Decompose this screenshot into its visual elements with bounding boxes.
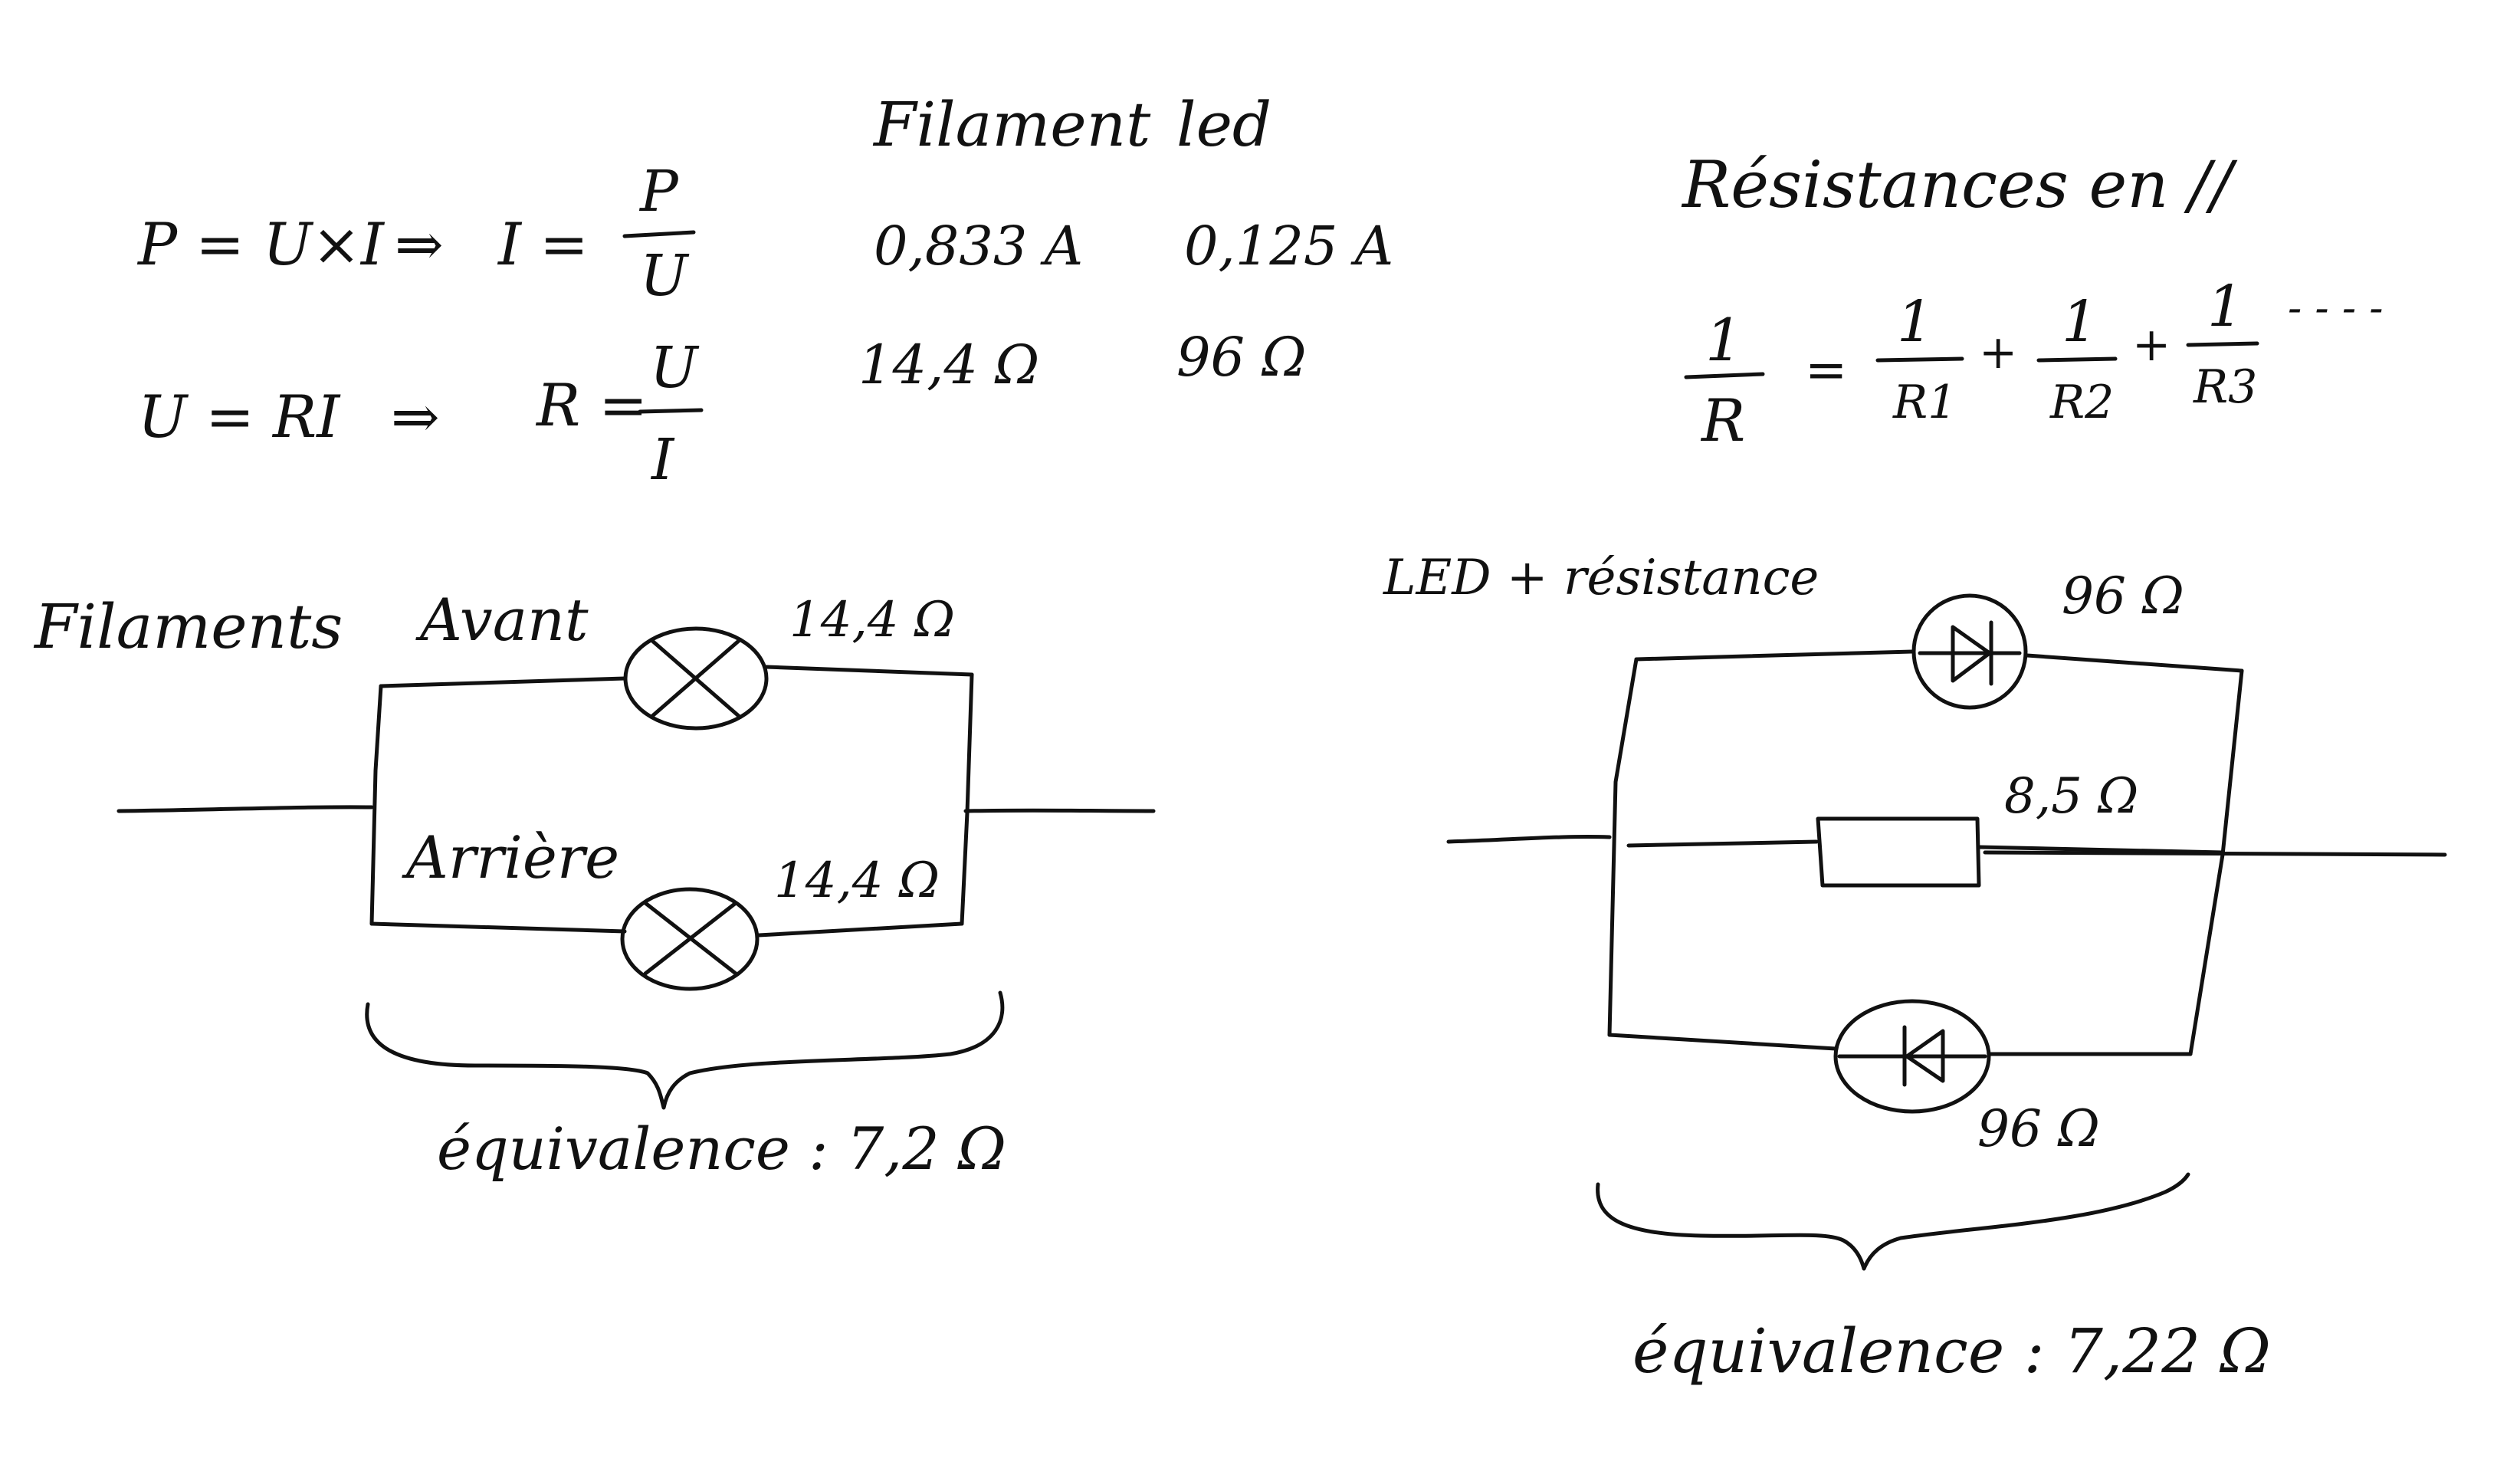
led-equivalence: équivalence : 7,22 Ω [1632,1315,2271,1387]
led-bus-right [2188,668,2244,1056]
filament-branch-rear-label: Arrière [402,823,619,892]
formula-power-left: P = U×I [136,210,386,278]
led-branch-top-value: 96 Ω [2062,567,2184,626]
rule-ellipsis: - - - - [2288,284,2383,332]
rule-plus-2: + [2132,318,2171,372]
formula-power-numerator: P [638,159,679,225]
filament-wire-in [116,805,374,813]
parallel-resistance-rule: Résistances en // 1 R = 1 R1 + 1 R2 + 1 … [1681,147,2383,455]
led-top-wire-left [1634,649,1915,662]
led-circuit-title: LED + résistance [1383,550,1819,606]
table-cell-current-led: 0,125 A [1184,215,1393,278]
rule-plus-1: + [1979,326,2017,379]
led-bottom-wire-left [1607,1033,1838,1051]
formula-ohm-result: R = [535,371,648,439]
led-branch-bottom-value: 96 Ω [1977,1099,2100,1158]
led-circuit: LED + résistance 96 Ω 8,5 Ω [1383,550,2447,1387]
formula-power-denominator: U [640,243,690,309]
rule-term3-denominator: R3 [2193,360,2257,414]
formula-ohm-denominator: I [650,427,675,493]
lamp-icon [623,626,769,731]
rule-lhs-numerator: 1 [1705,306,1742,374]
rule-lhs-fraction-bar [1684,372,1765,379]
formula-ohm-arrow: ⇒ [391,383,440,451]
resistor-icon [1816,816,1981,888]
filament-branch-front-label: Avant [415,586,589,654]
filament-equivalence: équivalence : 7,2 Ω [437,1115,1006,1183]
table-cell-resistance-filament: 14,4 Ω [858,333,1039,396]
filament-wire-out [963,808,1156,813]
formula-power-fraction-bar [622,230,696,238]
filament-branch-rear-value: 14,4 Ω [774,852,940,909]
led-top-wire-right [2025,653,2244,673]
led-bus-left [1607,657,1639,1037]
led-diode-icon [1833,999,1991,1114]
led-diode-icon [1911,593,2028,710]
formula-power-arrow: ⇒ [395,210,444,278]
table-cell-current-filament: 0,833 A [874,215,1083,278]
curly-brace-icon [365,990,1005,1110]
filament-top-wire-left [379,676,627,688]
formula-ohm-fraction-bar [638,408,704,414]
comparison-table: Filament led 0,833 A 0,125 A 14,4 Ω 96 Ω [858,89,1393,396]
rule-term2-denominator: R2 [2049,376,2114,429]
rule-term3-numerator: 1 [2207,274,2243,340]
formula-ohm-numerator: U [650,335,700,401]
formula-power-result: I = [497,210,589,278]
rule-lhs-denominator: R [1700,386,1745,455]
formula-ohm: U = RI ⇒ R = U I [138,335,704,493]
table-cell-resistance-led: 96 Ω [1176,326,1306,389]
led-wire-in [1446,835,1612,844]
filament-bottom-wire-left [369,921,627,934]
rule-term2-fraction-bar [2036,356,2118,363]
lamp-icon [620,887,760,991]
rule-term1-denominator: R1 [1892,376,1957,429]
filament-bus-right [960,672,974,926]
filament-circuit-title: Filaments [33,591,343,662]
filament-top-wire-right [764,665,974,677]
led-wire-out [1983,850,2447,857]
filament-circuit: Filaments Avant 14,4 Ω Arrière 14,4 Ω éq… [33,586,1156,1183]
parallel-rule-title: Résistances en // [1681,147,2238,222]
formula-ohm-left: U = RI [138,383,341,451]
rule-term2-numerator: 1 [2062,289,2098,355]
filament-bottom-wire-right [756,921,964,938]
filament-bus-left [369,684,383,926]
rule-term1-fraction-bar [1875,356,1964,363]
rule-equals: = [1805,340,1847,399]
rule-term3-fraction-bar [2186,341,2259,347]
table-header-filament: Filament [872,89,1151,160]
filament-branch-front-value: 14,4 Ω [789,592,955,649]
rule-term1-numerator: 1 [1897,289,1933,355]
curly-brace-icon [1596,1172,2190,1271]
formula-power: P = U×I ⇒ I = P U [136,159,696,309]
led-mid-wire-left [1626,839,1819,848]
table-header-led: led [1176,89,1271,160]
led-branch-middle-value: 8,5 Ω [2004,768,2138,825]
led-mid-wire-right [1977,845,2225,855]
